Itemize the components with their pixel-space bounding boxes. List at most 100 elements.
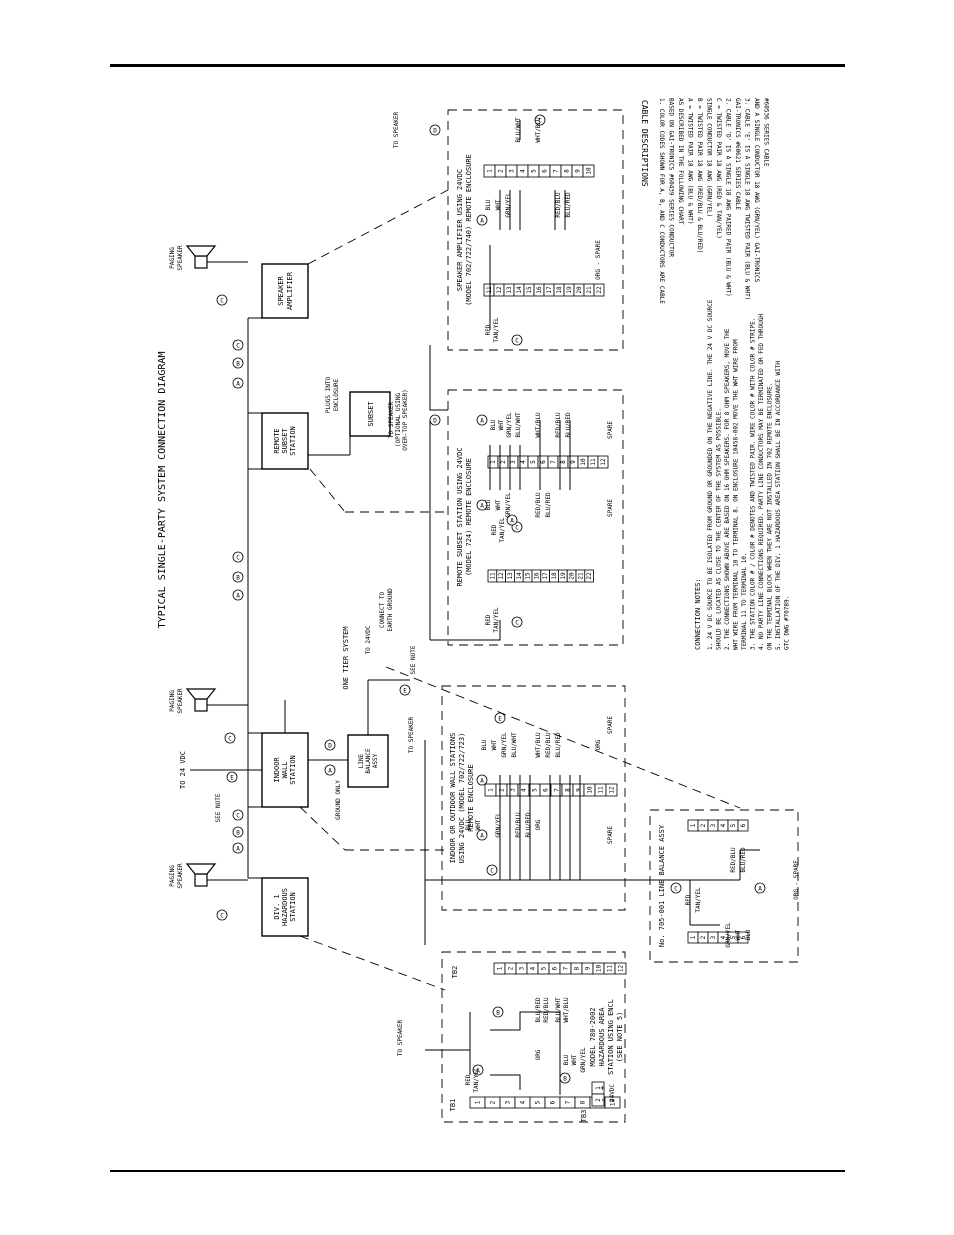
terminal-number: 8 — [580, 1100, 587, 1104]
terminal-number: 4 — [530, 966, 537, 970]
terminal-number: 12 — [600, 458, 607, 466]
one-tier-label: ONE TIER SYSTEM — [342, 626, 350, 689]
indoor-wall-station-block: INDOOR WALL STATION — [261, 732, 309, 808]
remote-block-line-2: SUBSET — [281, 428, 289, 454]
svg-text:A: A — [236, 381, 240, 388]
cable-desc-line: GAI-TRONICS #60621 SERIES CABLE — [734, 98, 741, 210]
terminal-number: 13 — [507, 572, 514, 580]
wire-label: WHT — [491, 739, 498, 750]
svg-text:D: D — [433, 418, 437, 425]
svg-text:D: D — [433, 128, 437, 135]
indoor-block-line-1: INDOOR — [273, 757, 281, 783]
connection-note-line: 5. INSTALLATION OF THE DIV. 1 HAZARDOUS … — [775, 361, 782, 650]
lba-line-1: LINE — [358, 753, 365, 768]
terminal-number: 3 — [510, 788, 517, 792]
cable-marker-e: E — [226, 771, 238, 783]
terminal-number: 7 — [550, 460, 557, 464]
terminal-number: 5 — [535, 1100, 542, 1104]
svg-text:D: D — [328, 743, 332, 750]
wire-label: TAN/YEL — [493, 607, 500, 633]
terminal-number: 22 — [596, 286, 603, 294]
terminal-number: 14 — [516, 286, 523, 294]
terminal-number: 6 — [740, 823, 747, 827]
terminal-number: 11 — [590, 458, 597, 466]
cable-marker-a: A — [324, 764, 336, 776]
terminal-number: 4 — [520, 169, 527, 173]
wire-label: WHT — [495, 499, 502, 510]
connection-note-line: ON THE TERMINAL BLOCK WHEN THEY ARE NOT … — [767, 383, 774, 650]
terminal-number: 19 — [566, 286, 573, 294]
wire-label: WHT/BLU — [535, 117, 542, 143]
wire-label: RED/BLU — [535, 492, 542, 518]
connection-notes-heading: CONNECTION NOTES: — [694, 578, 702, 650]
tb2-label: TB2 — [451, 966, 459, 979]
cable-marker-a: A — [476, 829, 488, 841]
wire-label: GRN/YEL — [501, 732, 508, 758]
cable-marker-c: C — [232, 339, 244, 351]
earth-ground-label: EARTH GROUND — [387, 588, 394, 632]
subset-block-label: SUBSET — [367, 401, 375, 427]
cable-marker-d: D — [429, 124, 441, 136]
wire-label: GRN/YEL — [505, 492, 512, 518]
lba-line-2: BALANCE — [365, 748, 372, 774]
svg-text:C: C — [236, 813, 240, 820]
terminal-number: 6 — [542, 169, 549, 173]
wire-label: BLU/WHT — [555, 997, 562, 1023]
svg-text:C: C — [220, 913, 224, 920]
terminal-number: 12 — [496, 286, 503, 294]
speaker-label-2: SPEAKER — [177, 245, 184, 271]
cable-marker-c: C — [511, 616, 523, 628]
wire-label: WHT — [735, 929, 742, 940]
terminal-number: 2 — [700, 823, 707, 827]
wire-label: RED — [465, 1074, 472, 1085]
cable-desc-line: 2. CABLE 'D' IS A SINGLE 18 AWG PAIRED P… — [725, 98, 732, 297]
bottom-rule — [110, 1170, 845, 1172]
to-24vdc-b-label: TO 24VDC — [365, 625, 372, 654]
terminal-number: 1 — [595, 1086, 602, 1090]
wire-label: WHT/BLU — [535, 732, 542, 758]
svg-text:A: A — [480, 418, 484, 425]
wire-label: BLU — [490, 419, 497, 430]
optional-speaker-1: TO SPEAKER — [388, 402, 395, 439]
haz-tb3-terminal-block: 12 — [591, 1081, 605, 1107]
cable-marker-c: C — [486, 864, 498, 876]
wire-label: ORG — [535, 1049, 542, 1060]
internal-wiring — [424, 120, 760, 1095]
terminal-number: 15 — [525, 572, 532, 580]
terminal-number: 10 — [586, 167, 593, 175]
cable-marker-c: C — [670, 882, 682, 894]
wire-label: RED/BLU — [555, 192, 562, 218]
cable-desc-line: AS DESCRIBED IN THE FOLLOWING CHART — [677, 98, 684, 225]
terminal-number: 7 — [554, 788, 561, 792]
terminal-number: 6 — [550, 1100, 557, 1104]
cable-marker-c: C — [232, 551, 244, 563]
cable-marker-e: E — [494, 712, 506, 724]
terminal-number: 5 — [532, 788, 539, 792]
svg-text:E: E — [498, 716, 502, 723]
cable-marker-b: B — [559, 1072, 571, 1084]
ground-only-label: GROUND ONLY — [335, 780, 342, 820]
cable-desc-line: BASED ON GAI-TRONICS #60439 SERIES CONDU… — [668, 98, 675, 257]
terminal-number: 3 — [509, 169, 516, 173]
connection-note-line: SHOULD BE LOCATED AS CLOSE TO THE CENTER… — [716, 408, 723, 650]
terminal-number: 19 — [560, 572, 567, 580]
svg-text:A: A — [758, 886, 762, 893]
wire-label: RED — [485, 324, 492, 335]
terminal-number: 18 — [551, 572, 558, 580]
terminal-number: 3 — [505, 1100, 512, 1104]
terminal-number: 6 — [552, 966, 559, 970]
svg-text:C: C — [674, 886, 678, 893]
cable-marker-a: A — [232, 842, 244, 854]
cable-marker-a: A — [476, 774, 488, 786]
cable-desc-line: B = TWISTED PAIR 18 AWG (RED/BLU & BLU/R… — [696, 98, 703, 253]
svg-text:B: B — [563, 1076, 567, 1083]
tb3-plus: + — [598, 1085, 607, 1090]
speaker-label-1: PAGING — [169, 247, 176, 269]
wire-label: TAN/YEL — [695, 887, 702, 913]
terminal-number: 7 — [563, 966, 570, 970]
svg-text:A: A — [236, 846, 240, 853]
svg-text:A: A — [480, 833, 484, 840]
see-note-2-label: SEE NOTE — [410, 645, 417, 674]
